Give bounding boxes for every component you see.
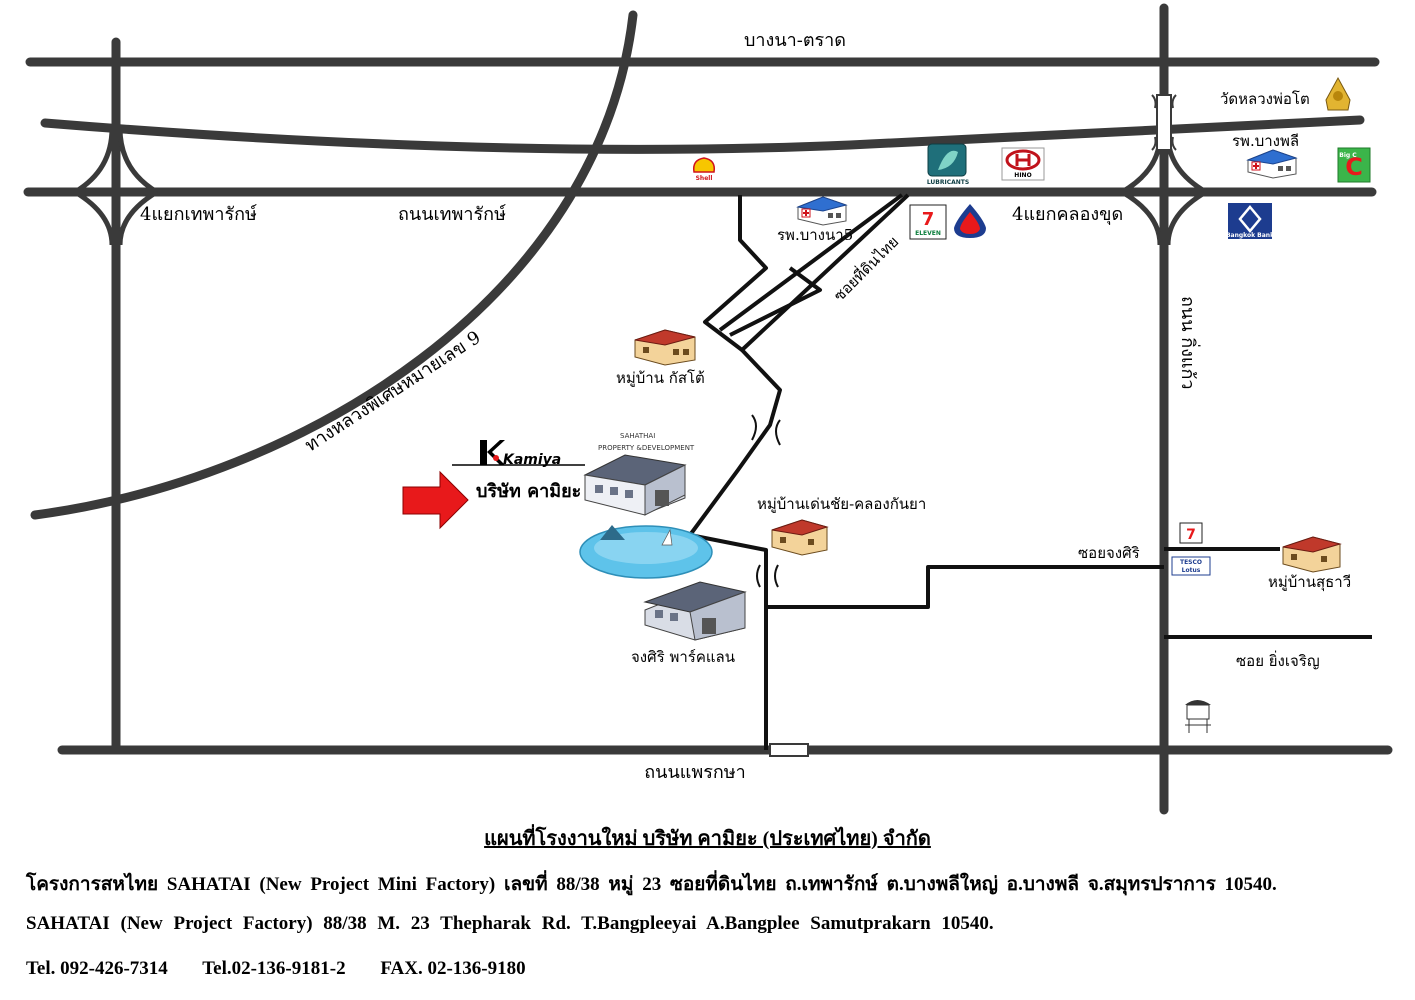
lotus-logo-text: Lotus [1182,567,1201,574]
lubricants-logo-text: LUBRICANTS [927,179,969,186]
hospital-bangphli-icon [1246,149,1298,179]
address-thai: โครงการสหไทย SAHATAI (New Project Mini F… [26,874,1277,895]
svg-text:7: 7 [1186,527,1196,543]
label-soi-ying-charoen: ซอย ยิ่งเจริญ [1236,650,1320,670]
contact-line: Tel. 092-426-7314 Tel.02-136-9181-2 FAX.… [26,958,556,980]
svg-text:C: C [1345,153,1363,181]
label-bangphli-hospital: รพ.บางพลี [1232,132,1299,150]
phone-2: Tel.02-136-9181-2 [202,958,346,979]
seven-eleven-logo-2: 7 [1179,522,1203,544]
sahathai-logo: SAHATHAI [620,432,655,440]
label-village-kasto: หมู่บ้าน กัสโต้ [616,369,705,387]
ptt-logo [954,204,986,238]
factory-location-map: บางนา-ตราด 4แยกเทพารักษ์ ถนนเทพารักษ์ 4แ… [23,3,1393,815]
chongsiri-parkland-building [643,581,747,641]
road-expressway-upper [40,115,1365,154]
road-soi-thidin-thai [688,193,910,750]
village-suthawee-icon [1282,536,1342,573]
map-title: แผนที่โรงงานใหม่ บริษัท คามิยะ (ประเทศไท… [484,828,931,850]
soi-bridges [751,414,809,757]
location-arrow [402,470,469,530]
shell-logo-text: Shell [696,175,713,182]
bridge-top-right [1151,94,1177,151]
tesco-logo-text: TESCO [1180,559,1202,566]
hino-logo: HINO [1001,147,1045,181]
bangkok-bank-logo: Bangkok Bank [1226,203,1275,239]
sahathai-factory-building [583,454,687,516]
shell-logo: Shell [692,157,716,182]
road-soi-chongsiri [766,565,1164,609]
village-denchai-icon [771,519,829,556]
label-village-denchai: หมู่บ้านเด่นชัย-คลองกันยา [757,495,926,513]
village-kasto-icon [634,329,696,366]
phone-1: Tel. 092-426-7314 [26,958,168,979]
sahathai-logo-sub: PROPERTY &DEVELOPMENT [598,444,695,452]
address-english: SAHATAI (New Project Factory) 88/38 M. 2… [26,913,994,934]
label-thepharak-road: ถนนเทพารักษ์ [398,204,506,225]
label-village-suthawee: หมู่บ้านสุธาวี [1268,573,1351,592]
market-stall-icon [1185,700,1211,733]
hino-logo-text: HINO [1014,172,1031,179]
label-motorway-9: ทางหลวงพิเศษหมายเลข 9 [301,327,484,456]
temple-icon [1325,76,1351,111]
label-bangna-trat: บางนา-ตราด [744,30,846,51]
soi-network [688,193,1372,750]
label-bangna5-hospital: รพ.บางนา5 [777,226,853,244]
hospital-bangna5-icon [796,196,848,226]
fax: FAX. 02-136-9180 [380,958,526,979]
lubricants-logo: LUBRICANTS [927,143,969,186]
label-chongsiri-parkland: จงศิริ พาร์คแลน [631,648,735,666]
label-soi-chongsiri: ซอยจงศิริ [1078,544,1140,562]
kamiya-logo: Kamiya [452,440,585,468]
label-company-name: บริษัท คามิยะ [476,481,581,502]
seven-eleven-logo-text: ELEVEN [915,230,941,237]
lake [579,525,713,579]
label-king-kaew: ถนน กิ่งแก้ว [1177,296,1201,390]
kamiya-logo-text: Kamiya [503,452,561,468]
svg-text:7: 7 [922,209,935,230]
interchange-left [73,127,159,246]
seven-eleven-logo-1: 7 ELEVEN [909,204,947,240]
label-phraeksa-road: ถนนแพรกษา [644,762,746,783]
road-motorway-9 [30,10,638,520]
label-intersection-khlong-khut: 4แยกคลองขุด [1012,204,1123,225]
label-wat: วัดหลวงพ่อโต [1220,90,1310,108]
road-network [23,3,1393,815]
label-intersection-thepharak: 4แยกเทพารักษ์ [140,204,257,225]
tesco-lotus-logo: TESCO Lotus [1171,556,1211,576]
bangkok-bank-logo-text: Bangkok Bank [1226,232,1275,239]
big-c-logo-text: Big C [1339,152,1357,159]
big-c-logo: C Big C [1337,147,1371,183]
